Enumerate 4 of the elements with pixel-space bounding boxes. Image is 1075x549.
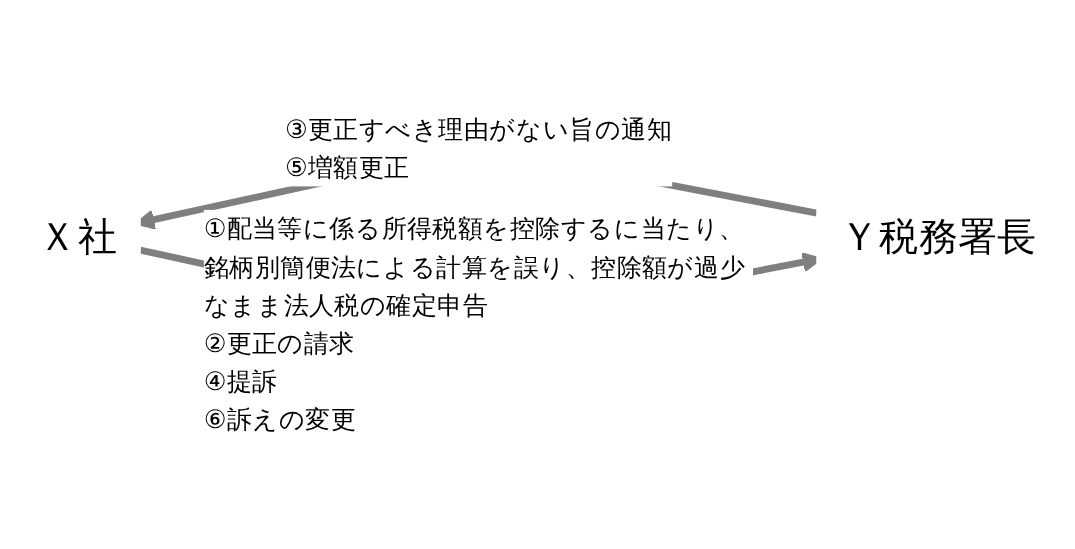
node-text: Ｙ税務署長	[840, 213, 1037, 258]
edge-label: ①配当等に係る所得税額を控除するに当たり、銘柄別簡便法による計算を誤り、控除額が過少なまま法人税の確定申告 ②更正の請求 ④提訴 ⑥訴えの変更	[203, 214, 745, 435]
edge-label: ③更正すべき理由がない旨の通知 ⑤増額更正	[284, 114, 673, 182]
node-text: Ｘ社	[38, 213, 118, 258]
